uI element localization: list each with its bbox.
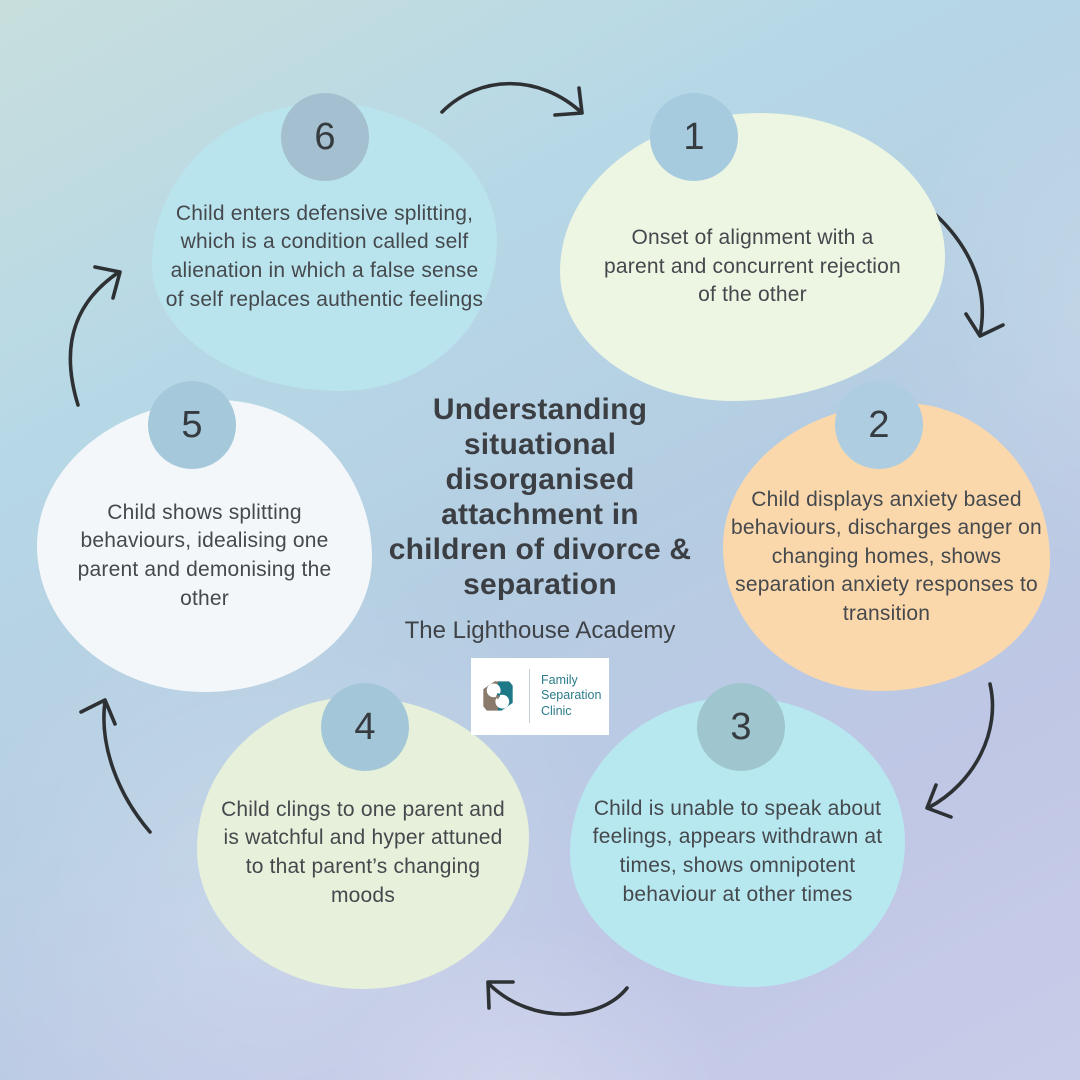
stage-3-blob: Child is unable to speak about feelings,…: [570, 697, 905, 987]
stage-4-number: 4: [354, 705, 376, 748]
title-line: Understanding: [432, 393, 648, 426]
stage-1-text: Onset of alignment with a parent and con…: [604, 226, 901, 307]
stage-2-number: 2: [868, 403, 890, 446]
stage-5-number: 5: [181, 403, 203, 446]
arrow-3-to-4: [486, 980, 629, 1016]
stage-6-number-badge: 6: [281, 93, 369, 181]
stage-3-number: 3: [730, 705, 752, 748]
logo-text-line: Family: [541, 673, 578, 688]
stage-5-number-badge: 5: [148, 381, 236, 469]
page-title: Understanding situational disorganised a…: [389, 392, 692, 603]
stage-4-number-badge: 4: [321, 683, 409, 771]
stage-2-number-badge: 2: [835, 381, 923, 469]
stage-3-number-badge: 3: [697, 683, 785, 771]
title-line: separation: [463, 568, 617, 602]
stage-2-text: Child displays anxiety based behaviours,…: [731, 487, 1042, 625]
logo-text: Family Separation Clinic: [541, 673, 601, 719]
logo-divider: [529, 669, 530, 724]
arrow-4-to-5: [79, 698, 152, 834]
title-line: disorganised: [445, 463, 635, 497]
stage-1-number: 1: [683, 115, 705, 158]
arrow-1-to-2: [926, 206, 1005, 338]
stage-6-text: Child enters defensive splitting, which …: [165, 201, 484, 311]
stage-1-number-badge: 1: [650, 93, 738, 181]
stage-6-blob: Child enters defensive splitting, which …: [152, 103, 497, 391]
stage-1-blob: Onset of alignment with a parent and con…: [560, 113, 945, 401]
family-separation-clinic-logo: Family Separation Clinic: [471, 657, 609, 735]
logo-text-line: Separation: [541, 688, 602, 703]
title-line: children of divorce &: [388, 533, 692, 567]
arrow-6-to-1: [440, 81, 584, 117]
arrow-5-to-6: [68, 265, 122, 407]
subtitle: The Lighthouse Academy: [404, 616, 676, 644]
stage-4-text: Child clings to one parent and is watchf…: [221, 797, 505, 907]
title-line: situational: [463, 428, 617, 462]
stage-3-text: Child is unable to speak about feelings,…: [592, 796, 883, 906]
title-line: attachment in: [441, 498, 639, 532]
logo-text-line: Clinic: [541, 703, 572, 718]
stage-6-number: 6: [314, 115, 336, 158]
stage-5-text: Child shows splitting behaviours, ideali…: [77, 500, 332, 610]
clinic-logo-icon: [483, 681, 513, 711]
arrow-2-to-3: [925, 682, 995, 819]
center-title-block: Understanding situational disorganised a…: [0, 392, 1080, 735]
